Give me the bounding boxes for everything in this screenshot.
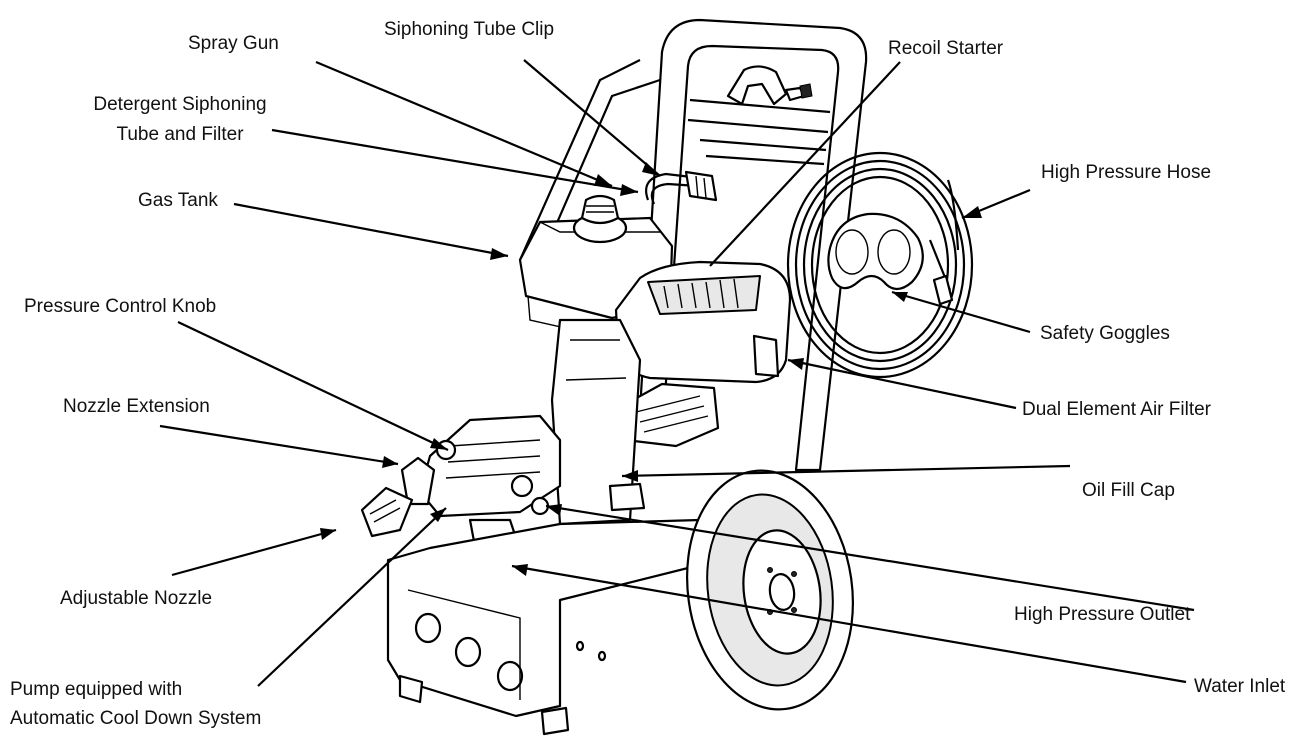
- label-recoil-starter: Recoil Starter: [888, 38, 1004, 59]
- leader-adjustable-nozzle: [171, 528, 337, 577]
- leader-safety-goggles: [891, 290, 1031, 334]
- leader-recoil-starter: [709, 61, 901, 267]
- leader-water-inlet: [511, 564, 1187, 684]
- leader-air-filter: [787, 358, 1017, 410]
- siphon-tube-part: [645, 170, 718, 205]
- leader-lines: [159, 59, 1195, 687]
- arrowhead-gas-tank: [490, 248, 508, 260]
- leader-nozzle-extension: [159, 424, 399, 466]
- arrowhead-air-filter: [788, 358, 804, 370]
- label-pump-line1: Pump equipped with: [10, 679, 183, 700]
- leader-siphoning-tube-clip: [523, 59, 661, 177]
- leader-gas-tank: [233, 202, 509, 258]
- arrowhead-pressure-control-knob: [430, 438, 448, 450]
- label-pump-line2: Automatic Cool Down System: [10, 708, 262, 729]
- leader-pressure-control-knob: [177, 321, 449, 451]
- leader-high-pressure-outlet: [545, 504, 1195, 612]
- label-pressure-control-knob: Pressure Control Knob: [24, 296, 217, 317]
- label-oil-fill-cap: Oil Fill Cap: [1082, 480, 1175, 501]
- label-spray-gun: Spray Gun: [188, 33, 279, 54]
- chassis-part: [386, 518, 722, 736]
- leader-spray-gun: [315, 60, 613, 188]
- label-safety-goggles: Safety Goggles: [1040, 323, 1170, 344]
- arrowhead-safety-goggles: [892, 292, 908, 302]
- handle-frame: [518, 18, 868, 472]
- arrowhead-siphoning-tube-clip: [642, 162, 660, 176]
- arrowhead-adjustable-nozzle: [320, 528, 336, 540]
- label-high-pressure-hose: High Pressure Hose: [1041, 162, 1212, 183]
- leader-detergent-tube: [271, 128, 639, 194]
- arrowhead-high-pressure-outlet: [546, 504, 562, 516]
- label-water-inlet: Water Inlet: [1194, 676, 1286, 697]
- label-dual-element-air-filter: Dual Element Air Filter: [1022, 399, 1212, 420]
- spray-gun-part: [726, 65, 813, 106]
- label-siphoning-tube-clip: Siphoning Tube Clip: [384, 19, 555, 40]
- arrowhead-oil-fill-cap: [622, 470, 638, 482]
- arrowhead-pump: [430, 508, 446, 522]
- label-detergent-tube-line1: Detergent Siphoning: [93, 94, 267, 115]
- goggles-part: [827, 212, 924, 291]
- leader-oil-fill-cap: [621, 464, 1071, 478]
- arrowhead-nozzle-extension: [382, 456, 398, 468]
- label-gas-tank: Gas Tank: [138, 190, 218, 211]
- arrowhead-high-pressure-hose: [962, 206, 982, 218]
- label-high-pressure-outlet: High Pressure Outlet: [1014, 604, 1191, 625]
- arrowhead-water-inlet: [512, 564, 528, 576]
- hose-coil: [786, 151, 974, 379]
- engine-part: [550, 260, 792, 526]
- label-adjustable-nozzle: Adjustable Nozzle: [60, 588, 213, 609]
- leader-pump: [257, 507, 447, 687]
- arrowhead-spray-gun: [594, 174, 612, 186]
- wheel-part: [685, 469, 855, 711]
- arrowhead-detergent-tube: [620, 184, 638, 196]
- label-nozzle-extension: Nozzle Extension: [63, 396, 210, 417]
- label-detergent-tube-line2: Tube and Filter: [116, 124, 244, 145]
